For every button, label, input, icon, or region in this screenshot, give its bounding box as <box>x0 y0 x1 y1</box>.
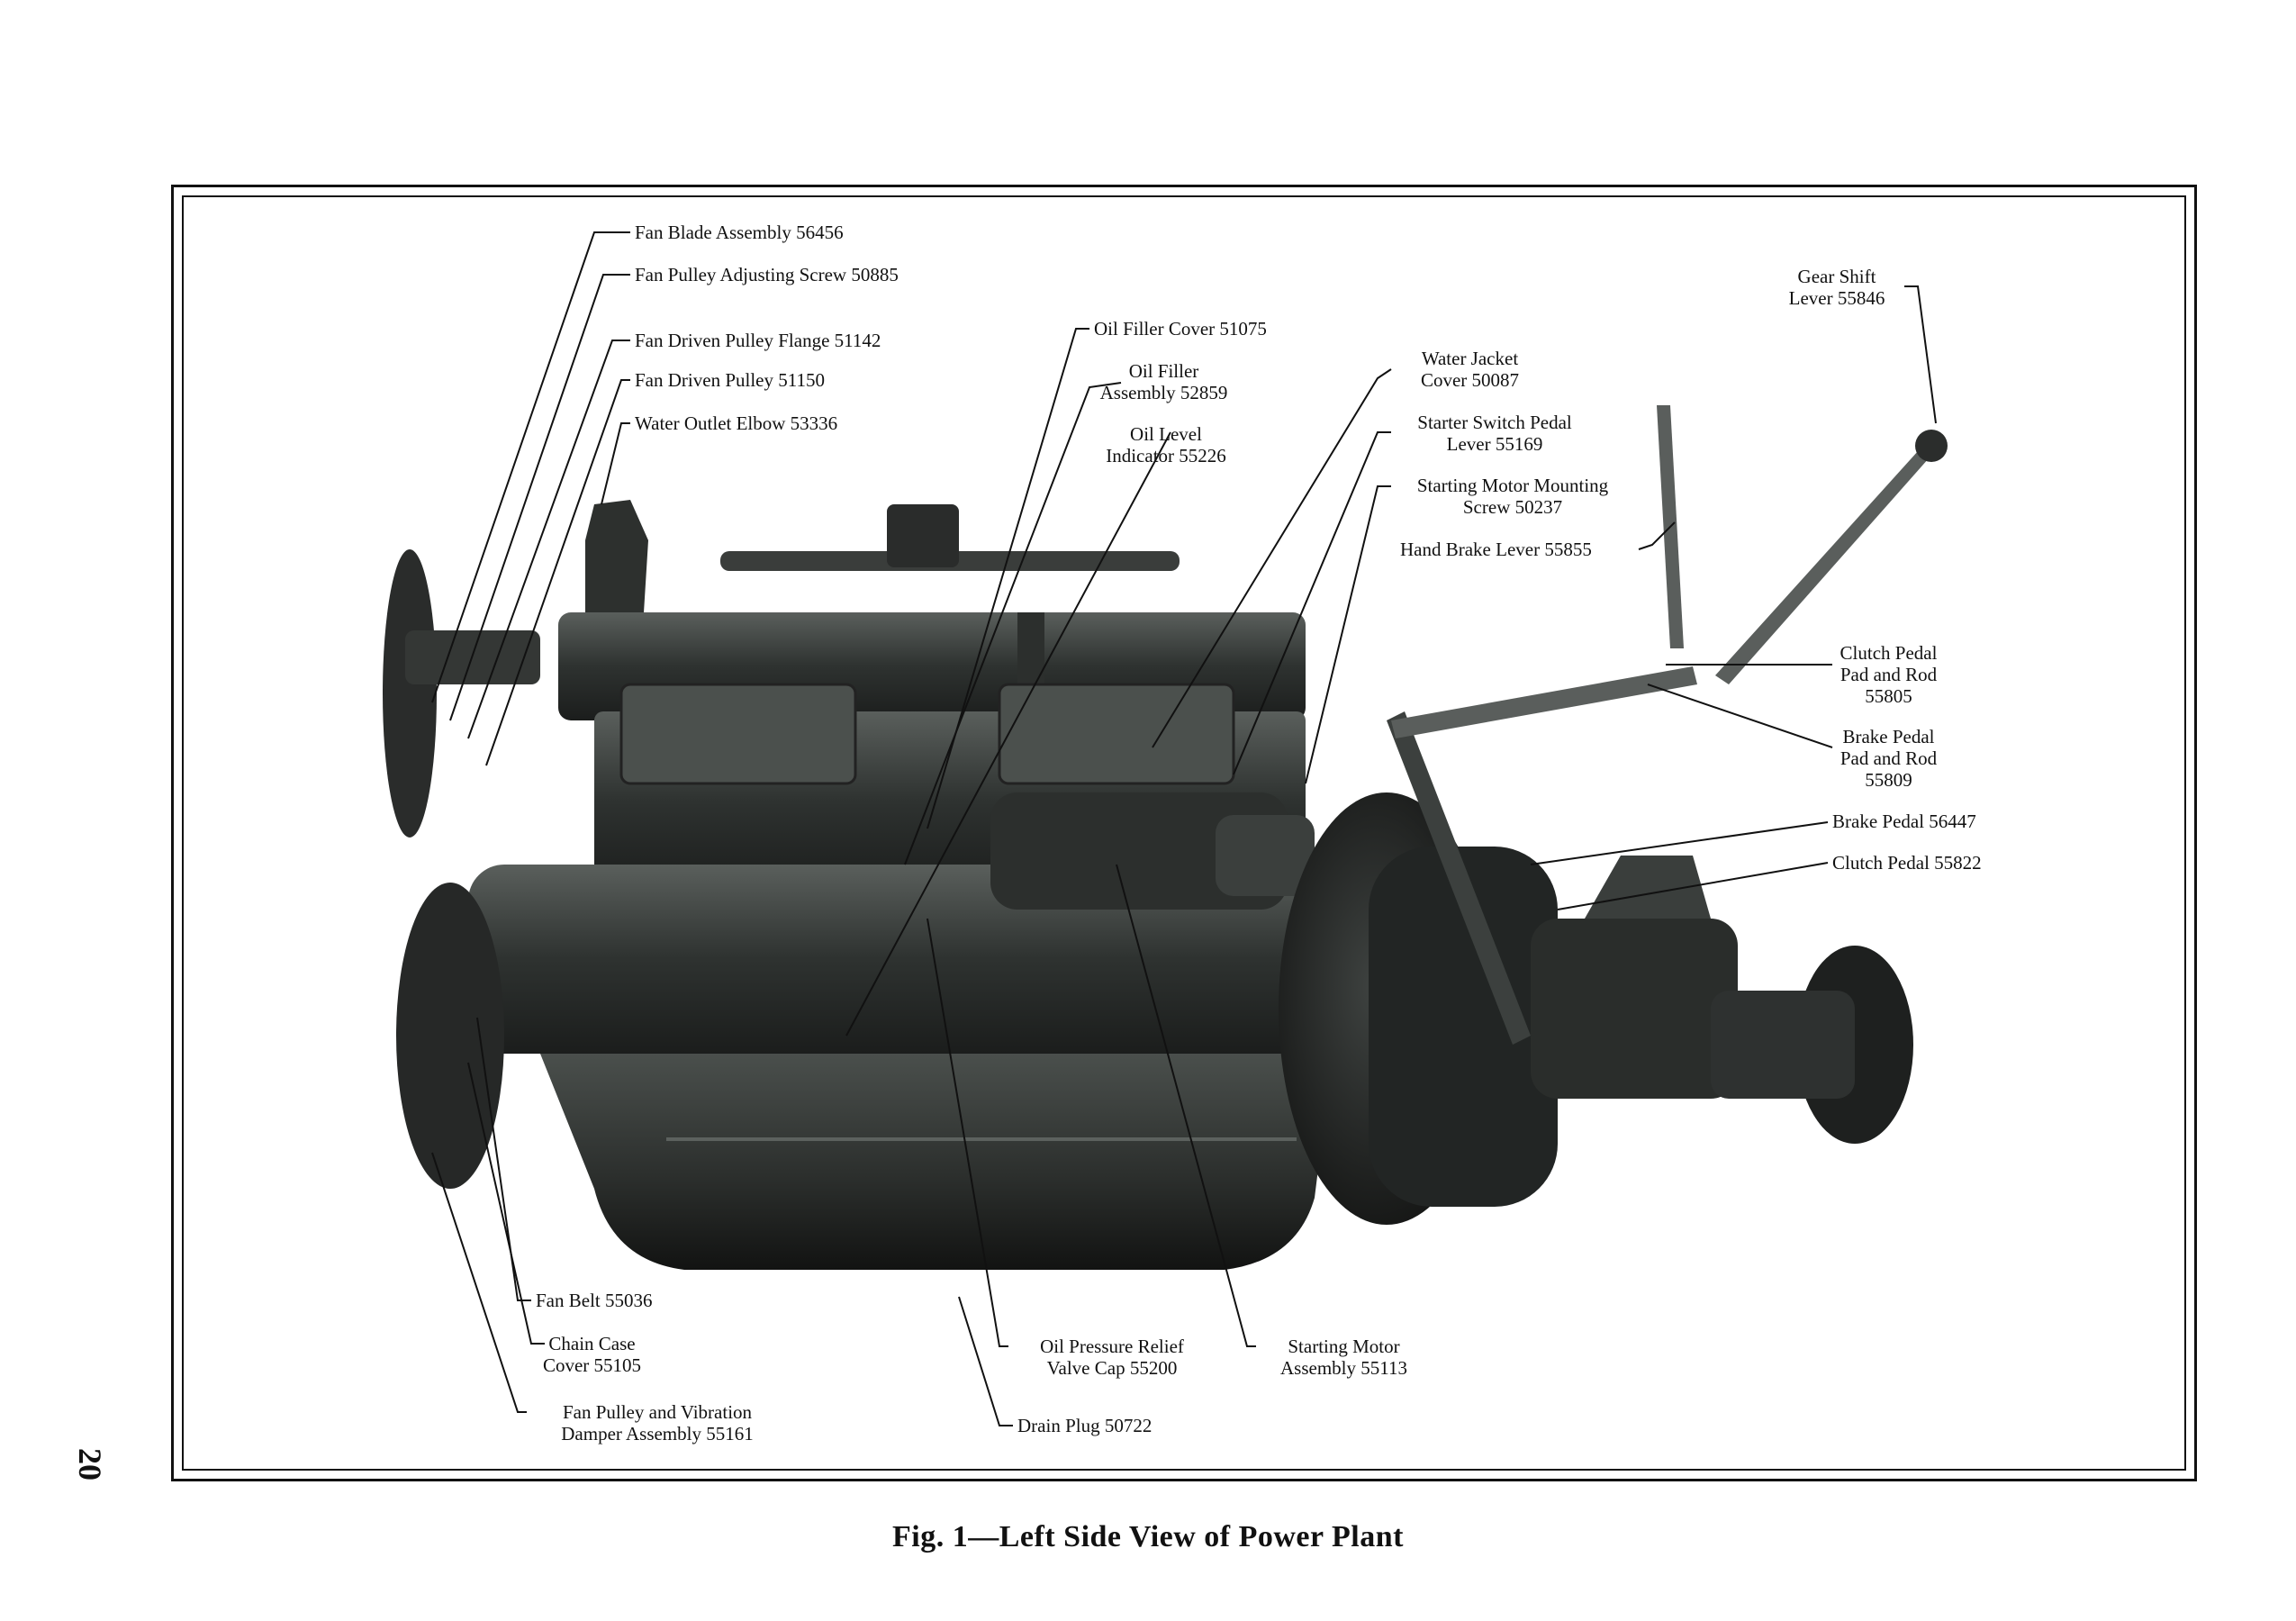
label-starting-motor-assembly: Starting Motor Assembly 55113 <box>1261 1336 1427 1379</box>
label-hand-brake-lever: Hand Brake Lever 55855 <box>1400 539 1592 560</box>
label-clutch-pad-line2: Pad and Rod <box>1840 664 1938 685</box>
label-fan-blade: Fan Blade Assembly 56456 <box>635 222 844 243</box>
figure-frame-inner <box>182 195 2186 1471</box>
label-oil-level-line2: Indicator 55226 <box>1106 445 1226 466</box>
label-starting-screw-line2: Screw 50237 <box>1462 496 1563 518</box>
label-starter-pedal-line1: Starter Switch Pedal <box>1417 412 1572 433</box>
figure-frame-outer <box>171 185 2197 1481</box>
label-fan-driven-pulley: Fan Driven Pulley 51150 <box>635 369 825 391</box>
label-oil-relief-line1: Oil Pressure Relief <box>1040 1336 1184 1357</box>
leader-lines <box>431 231 1937 1426</box>
label-clutch-pad-line3: 55805 <box>1865 685 1912 707</box>
label-chain-case-line2: Cover 55105 <box>542 1354 642 1376</box>
label-water-jacket-line1: Water Jacket <box>1421 348 1519 369</box>
label-brake-pad-line2: Pad and Rod <box>1840 747 1938 769</box>
label-brake-pad-line3: 55809 <box>1865 769 1912 791</box>
label-water-jacket-cover: Water Jacket Cover 50087 <box>1391 348 1549 391</box>
label-oil-pressure-relief-valve-cap: Oil Pressure Relief Valve Cap 55200 <box>1013 1336 1211 1379</box>
label-brake-pedal-pad-rod: Brake Pedal Pad and Rod 55809 <box>1828 726 1949 791</box>
label-fan-pulley-damper-line1: Fan Pulley and Vibration <box>562 1401 753 1423</box>
label-oil-level-line1: Oil Level <box>1130 423 1202 445</box>
label-fan-pulley-damper-line2: Damper Assembly 55161 <box>561 1423 754 1444</box>
label-oil-filler-assembly: Oil Filler Assembly 52859 <box>1089 360 1238 403</box>
label-oil-relief-line2: Valve Cap 55200 <box>1046 1357 1178 1379</box>
label-brake-pedal: Brake Pedal 56447 <box>1832 810 1976 832</box>
label-starting-screw-line1: Starting Motor Mounting <box>1416 475 1609 496</box>
label-oil-filler-assembly-line2: Assembly 52859 <box>1099 382 1228 403</box>
label-water-outlet-elbow: Water Outlet Elbow 53336 <box>635 412 838 434</box>
label-starting-motor-mounting-screw: Starting Motor Mounting Screw 50237 <box>1391 475 1634 518</box>
label-starting-motor-line1: Starting Motor <box>1288 1336 1400 1357</box>
label-fan-pulley-adjusting-screw: Fan Pulley Adjusting Screw 50885 <box>635 264 899 285</box>
label-gear-shift-line2: Lever 55846 <box>1788 287 1885 309</box>
label-chain-case-line1: Chain Case <box>548 1333 636 1354</box>
label-oil-filler-assembly-line1: Oil Filler <box>1128 360 1199 382</box>
label-fan-pulley-vibration-damper: Fan Pulley and Vibration Damper Assembly… <box>531 1401 783 1444</box>
label-oil-level-indicator: Oil Level Indicator 55226 <box>1089 423 1243 466</box>
label-starter-switch-pedal-lever: Starter Switch Pedal Lever 55169 <box>1391 412 1598 455</box>
label-fan-belt: Fan Belt 55036 <box>536 1290 653 1311</box>
label-chain-case-cover: Chain Case Cover 55105 <box>531 1333 653 1376</box>
page-number: 20 <box>72 1448 108 1481</box>
label-brake-pad-line1: Brake Pedal <box>1842 726 1935 747</box>
label-starting-motor-line2: Assembly 55113 <box>1280 1357 1407 1379</box>
label-clutch-pedal-pad-rod: Clutch Pedal Pad and Rod 55805 <box>1828 642 1949 707</box>
label-starter-pedal-line2: Lever 55169 <box>1446 433 1543 455</box>
label-gear-shift-line1: Gear Shift <box>1797 266 1876 287</box>
label-water-jacket-line2: Cover 50087 <box>1420 369 1520 391</box>
label-gear-shift-lever: Gear Shift Lever 55846 <box>1769 266 1904 309</box>
label-oil-filler-cover: Oil Filler Cover 51075 <box>1094 318 1267 340</box>
engine-body <box>383 405 1948 1270</box>
label-clutch-pedal: Clutch Pedal 55822 <box>1832 852 1982 874</box>
figure-caption: Fig. 1—Left Side View of Power Plant <box>892 1520 1404 1553</box>
label-fan-driven-pulley-flange: Fan Driven Pulley Flange 51142 <box>635 330 881 351</box>
label-drain-plug: Drain Plug 50722 <box>1017 1415 1153 1436</box>
label-clutch-pad-line1: Clutch Pedal <box>1840 642 1938 664</box>
